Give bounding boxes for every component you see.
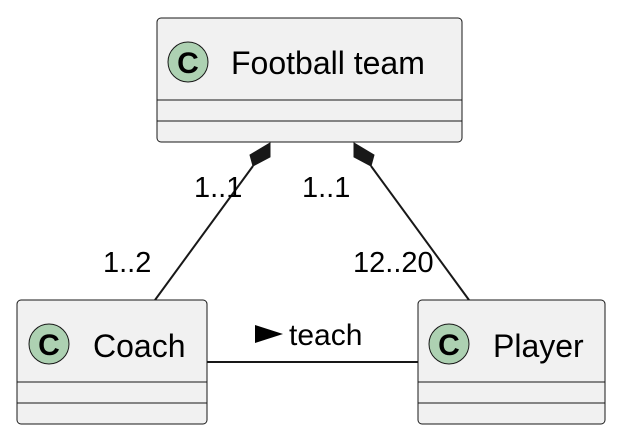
class-stereotype-icon — [167, 41, 209, 83]
class-stereotype-icon — [428, 323, 470, 365]
team-coach-line — [154, 165, 254, 301]
class-football-team-box — [156, 17, 463, 143]
class-coach-name: Coach — [93, 328, 186, 364]
class-player-name: Player — [493, 328, 584, 364]
multiplicity-team-coach-side: 1..1 — [194, 172, 242, 204]
multiplicity-team-player-side: 1..1 — [302, 172, 350, 204]
team-player-line — [370, 165, 470, 301]
direction-arrow-icon — [255, 325, 283, 343]
class-coach[interactable]: C Coach — [16, 299, 208, 425]
class-football-team[interactable]: C Football team — [156, 17, 463, 143]
class-stereotype-letter: C — [38, 329, 60, 362]
class-stereotype-letter: C — [438, 329, 460, 362]
multiplicity-player-side: 12..20 — [353, 247, 434, 279]
class-stereotype-icon — [28, 323, 70, 365]
relation-team-coach — [154, 142, 271, 301]
class-player[interactable]: C Player — [417, 299, 606, 425]
association-label-teach: teach — [289, 319, 362, 352]
class-football-team-name: Football team — [231, 45, 425, 81]
composition-diamond-player — [353, 142, 375, 167]
relation-team-player — [353, 142, 470, 301]
class-stereotype-letter: C — [177, 47, 199, 80]
multiplicity-coach-side: 1..2 — [103, 247, 151, 279]
composition-diamond-coach — [249, 142, 271, 167]
